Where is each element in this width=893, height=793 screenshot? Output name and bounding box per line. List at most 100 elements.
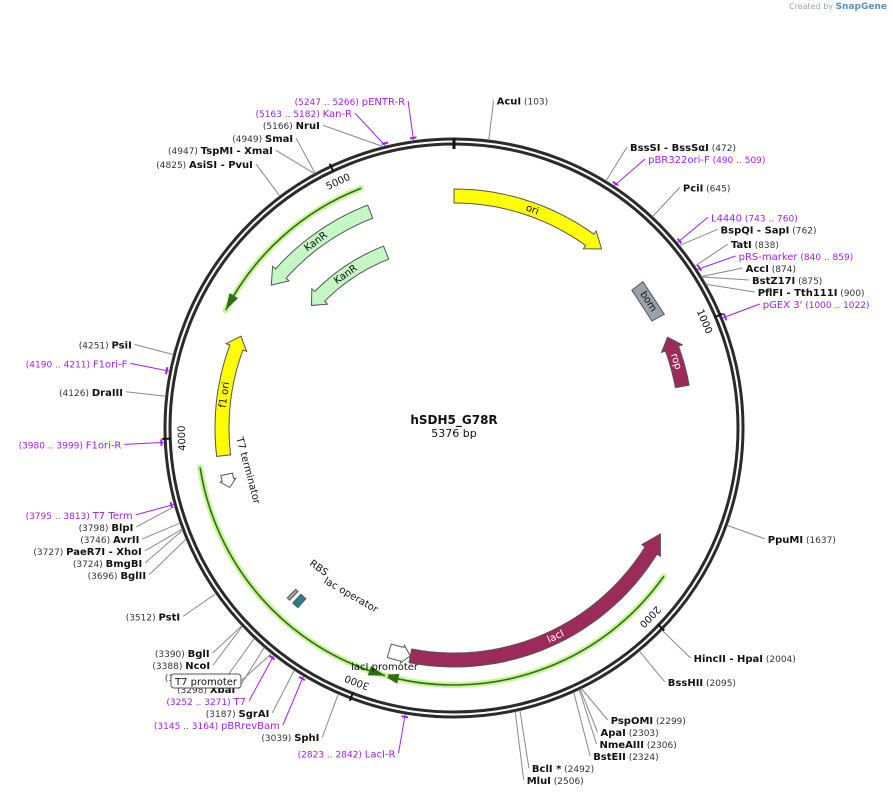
enzyme-leader <box>142 522 181 540</box>
enzyme-coord: (472) <box>709 144 736 154</box>
primer-site: (5163 .. 5182) Kan-R <box>255 109 352 120</box>
primer-coord: (1000 .. 1022) <box>802 301 869 311</box>
enzyme-name: NmeAIII <box>600 740 644 751</box>
orf-arrowhead <box>367 665 386 676</box>
enzyme-site: HincII - HpaI (2004) <box>694 654 796 665</box>
enzyme-leader <box>144 528 183 552</box>
enzyme-coord: (4947) <box>168 147 201 157</box>
enzyme-coord: (2324) <box>626 753 659 763</box>
feature-kanr <box>270 204 374 286</box>
enzyme-leader <box>578 689 597 745</box>
primer-bind-mark <box>722 312 728 321</box>
feature-t7-promoter-box: T7 promoter <box>170 673 242 689</box>
enzyme-leader <box>605 146 628 182</box>
primer-name: L4440 <box>711 213 742 224</box>
feature-t7-terminator-label: T7 terminator <box>233 435 262 506</box>
tick-mark <box>328 163 335 173</box>
enzyme-leader <box>136 505 176 528</box>
primer-bind-mark <box>268 654 276 661</box>
feature-bom <box>631 280 665 322</box>
primer-bind-mark <box>165 366 169 375</box>
enzyme-coord: (1637) <box>803 536 836 546</box>
enzyme-site: (3798) BlpI <box>79 523 134 534</box>
primer-coord: (5163 .. 5182) <box>255 110 322 120</box>
enzyme-leader <box>701 267 743 278</box>
enzyme-name: PciI <box>683 183 703 194</box>
enzyme-site: MluI (2506) <box>527 776 584 787</box>
primer-leader <box>676 216 709 244</box>
primer-bind-mark <box>696 264 703 272</box>
orf-line <box>199 467 386 677</box>
orf-line <box>224 187 362 311</box>
feature-lac-operator-label: lac operator <box>322 576 381 616</box>
enzyme-name: NruI <box>296 121 320 132</box>
enzyme-leader <box>652 187 681 217</box>
primer-leader <box>354 112 387 147</box>
enzyme-leader <box>573 692 591 757</box>
tick-mark <box>348 692 355 702</box>
enzyme-name: HincII - HpaI <box>694 654 763 665</box>
primer-name: pENTR-R <box>362 97 405 108</box>
primer-name: Kan-R <box>323 109 352 120</box>
feature-laci-promoter-label: lacI promoter <box>351 662 419 673</box>
primer-site: pBR322ori-F (490 .. 509) <box>648 155 765 166</box>
enzyme-name: BlpI <box>111 523 133 534</box>
enzyme-leader <box>148 538 187 576</box>
enzyme-coord: (3724) <box>73 560 106 570</box>
primer-leader <box>722 303 760 319</box>
tick-label: 4000 <box>177 425 189 451</box>
tick-mark <box>657 623 665 632</box>
enzyme-coord: (3696) <box>88 572 121 582</box>
enzyme-leader <box>212 625 243 666</box>
tick-label: 1000 <box>694 308 714 336</box>
enzyme-name: AccI <box>746 264 769 275</box>
enzyme-name: TatI <box>731 240 752 251</box>
enzyme-leader <box>638 650 666 683</box>
enzyme-leader <box>727 524 765 540</box>
enzyme-leader <box>275 149 315 175</box>
enzyme-coord: (838) <box>752 241 779 251</box>
enzyme-leader <box>661 629 691 659</box>
enzyme-site: PspOMI (2299) <box>611 716 686 727</box>
enzyme-coord: (3039) <box>261 734 294 744</box>
enzyme-leader <box>581 688 609 721</box>
enzyme-site: BssSI - BssSαI (472) <box>630 143 736 154</box>
enzyme-coord: (645) <box>703 184 730 194</box>
enzyme-site: TatI (838) <box>731 240 779 251</box>
primer-bind-mark <box>676 238 683 244</box>
enzyme-site: (4949) SmaI <box>232 134 293 145</box>
primer-coord: (3795 .. 3813) <box>26 512 93 522</box>
feature-ori-label: ori <box>524 203 540 218</box>
primer-leader <box>398 713 406 754</box>
enzyme-site: (3298) XbaI <box>177 685 235 696</box>
enzyme-coord: (3798) <box>79 524 112 534</box>
primer-coord: (490 .. 509) <box>710 156 766 166</box>
enzyme-coord: (2303) <box>626 729 659 739</box>
leader-layer <box>124 100 765 781</box>
feature-ori <box>453 188 603 250</box>
enzyme-coord: (3746) <box>80 536 113 546</box>
primer-bind-mark <box>409 136 417 140</box>
primer-coord: (5247 .. 5266) <box>295 98 362 108</box>
enzyme-leader <box>134 344 174 356</box>
primer-name: T7 Term <box>92 511 133 522</box>
orf-line <box>382 575 665 686</box>
enzyme-name: SmaI <box>265 134 293 145</box>
primer-coord: (3252 .. 3271) <box>166 698 233 708</box>
t7-promoter-leader <box>240 653 272 682</box>
primer-name: pRS-marker <box>739 252 799 263</box>
enzyme-site: (3696) BglII <box>88 571 146 582</box>
primer-bind-mark <box>401 715 409 719</box>
feature-lac-operator <box>292 593 307 609</box>
orf-glow <box>222 185 365 313</box>
enzyme-name: PstI <box>158 612 180 623</box>
tick-label: 5000 <box>325 172 353 193</box>
enzyme-leader <box>182 593 217 617</box>
primer-coord: (4190 .. 4211) <box>26 360 93 370</box>
enzyme-site: (4825) AsiSI - PvuI <box>156 160 253 171</box>
enzyme-site: (3746) AvrII <box>80 535 139 546</box>
feature-rop <box>660 336 690 389</box>
enzyme-coord: (875) <box>795 277 822 287</box>
enzyme-leader <box>519 710 530 769</box>
